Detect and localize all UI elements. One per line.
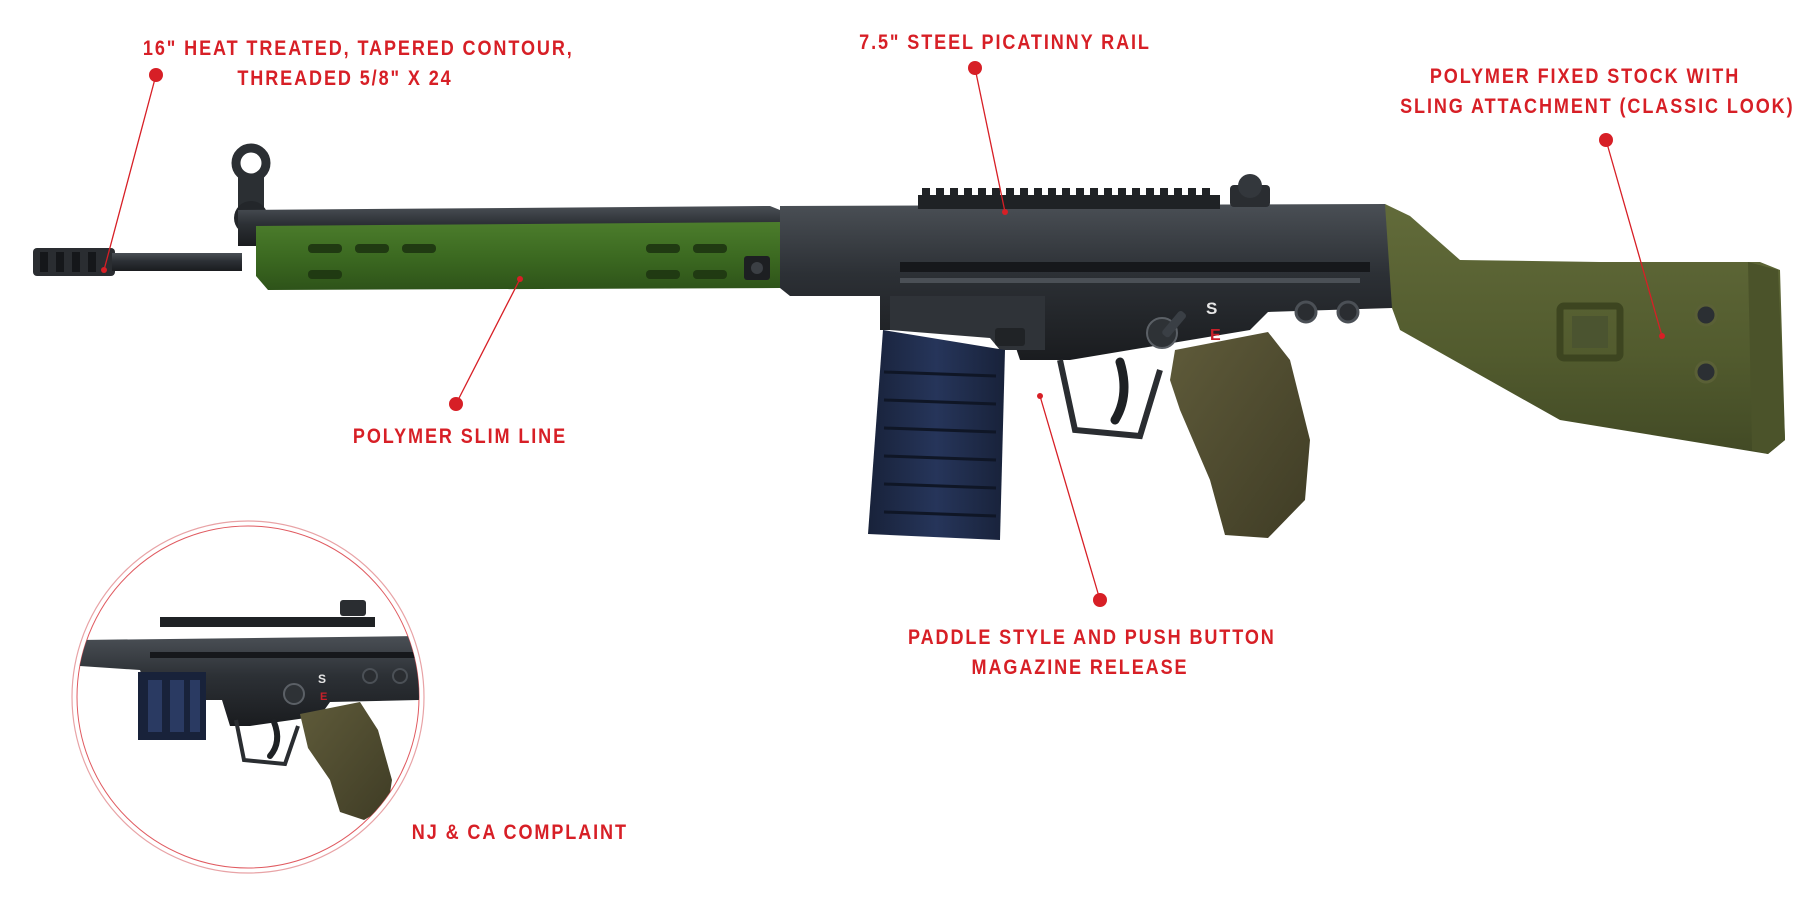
callout-mag-release-line2: MAGAZINE RELEASE: [971, 656, 1189, 679]
compliance-inset: S E F: [71, 520, 425, 874]
callout-dot-handguard: [449, 397, 463, 411]
stock-screw: [1694, 303, 1718, 327]
callout-rail-line1: 7.5" STEEL PICATINNY RAIL: [859, 31, 1151, 54]
selector-marking-safe: S: [1206, 299, 1217, 318]
magazine: [868, 330, 1005, 540]
sling-attachment: [1556, 302, 1624, 362]
callout-handguard-line1: POLYMER SLIM LINE: [352, 425, 568, 448]
rail-slot: [1062, 188, 1070, 196]
svg-text:S: S: [318, 672, 326, 686]
rail-slot: [1034, 188, 1042, 196]
magazine-rib: [883, 398, 997, 406]
rail-slot: [1160, 188, 1168, 196]
leader-barrel: [103, 74, 157, 271]
rail-slot: [978, 188, 986, 196]
pistol-grip: [1170, 332, 1310, 538]
rail-slot: [1202, 188, 1210, 196]
callout-compliance-line1: NJ & CA COMPLAINT: [411, 821, 628, 844]
leader-rail: [974, 67, 1006, 213]
stock-screw: [1694, 360, 1718, 384]
rail-slot: [1118, 188, 1126, 196]
rail-slot: [1020, 188, 1028, 196]
callout-dot-mag-release: [1093, 593, 1107, 607]
callout-rail-spec: 7.5" STEEL PICATINNY RAIL: [859, 28, 1151, 58]
selector-marking-semi: E: [1210, 327, 1221, 344]
selector-lever: [1146, 310, 1186, 349]
picatinny-rail: [918, 188, 1220, 209]
magazine-rib: [883, 426, 997, 434]
rear-sight: [1230, 174, 1270, 207]
receiver-pin: [1336, 300, 1360, 324]
rail-slot: [992, 188, 1000, 196]
callout-dot-rail: [968, 61, 982, 75]
leader-handguard: [455, 278, 521, 405]
magazine-rib: [883, 510, 997, 518]
rail-slot: [1188, 188, 1196, 196]
callout-barrel-spec: 16" HEAT TREATED, TAPERED CONTOUR, THREA…: [142, 34, 574, 94]
leader-stock: [1605, 139, 1663, 337]
rail-slot: [1104, 188, 1112, 196]
callout-target-barrel: [101, 267, 107, 273]
callout-target-handguard: [517, 276, 523, 282]
barrel: [112, 253, 242, 271]
rail-slot: [1132, 188, 1140, 196]
magazine-rib: [883, 370, 997, 378]
callout-dots: [101, 61, 1665, 607]
rail-slot: [950, 188, 958, 196]
callout-target-mag-release: [1037, 393, 1043, 399]
buttpad: [1748, 262, 1785, 454]
trigger: [1110, 357, 1129, 425]
rifle: S E F: [33, 143, 1785, 540]
callout-target-stock: [1659, 333, 1665, 339]
svg-text:E: E: [320, 691, 327, 703]
callout-leaders: [103, 67, 1663, 601]
callout-handguard-spec: POLYMER SLIM LINE: [340, 422, 581, 452]
rail-slot: [1174, 188, 1182, 196]
callout-compliance: NJ & CA COMPLAINT: [411, 818, 628, 848]
rail-slot: [1146, 188, 1154, 196]
callout-stock-line2: SLING ATTACHMENT (CLASSIC LOOK): [1400, 95, 1795, 118]
rail-slot: [1076, 188, 1084, 196]
rail-slot: [936, 188, 944, 196]
callout-mag-release-line1: PADDLE STYLE AND PUSH BUTTON: [908, 626, 1276, 649]
inset-fixed-magazine: [138, 672, 206, 740]
receiver-pin: [1294, 300, 1318, 324]
rail-slot: [964, 188, 972, 196]
callout-mag-release-spec: PADDLE STYLE AND PUSH BUTTON MAGAZINE RE…: [908, 623, 1276, 683]
callout-barrel-line1: 16" HEAT TREATED, TAPERED CONTOUR,: [142, 37, 574, 60]
callout-dot-stock: [1599, 133, 1613, 147]
callout-stock-line1: POLYMER FIXED STOCK WITH: [1429, 65, 1741, 88]
callout-stock-spec: POLYMER FIXED STOCK WITH SLING ATTACHMEN…: [1400, 62, 1795, 122]
rail-slot: [1006, 188, 1014, 196]
muzzle-device: [33, 248, 115, 276]
leader-mag-release: [1039, 395, 1101, 601]
rail-slot: [1090, 188, 1098, 196]
trigger-guard: [1057, 359, 1163, 440]
callout-dot-barrel: [149, 68, 163, 82]
rail-slot: [1048, 188, 1056, 196]
rail-slot: [922, 188, 930, 196]
callout-barrel-line2: THREADED 5/8" X 24: [237, 67, 453, 90]
magazine-rib: [883, 482, 997, 490]
handguard: [256, 222, 780, 290]
magazine-rib: [883, 454, 997, 462]
callout-target-rail: [1002, 209, 1008, 215]
